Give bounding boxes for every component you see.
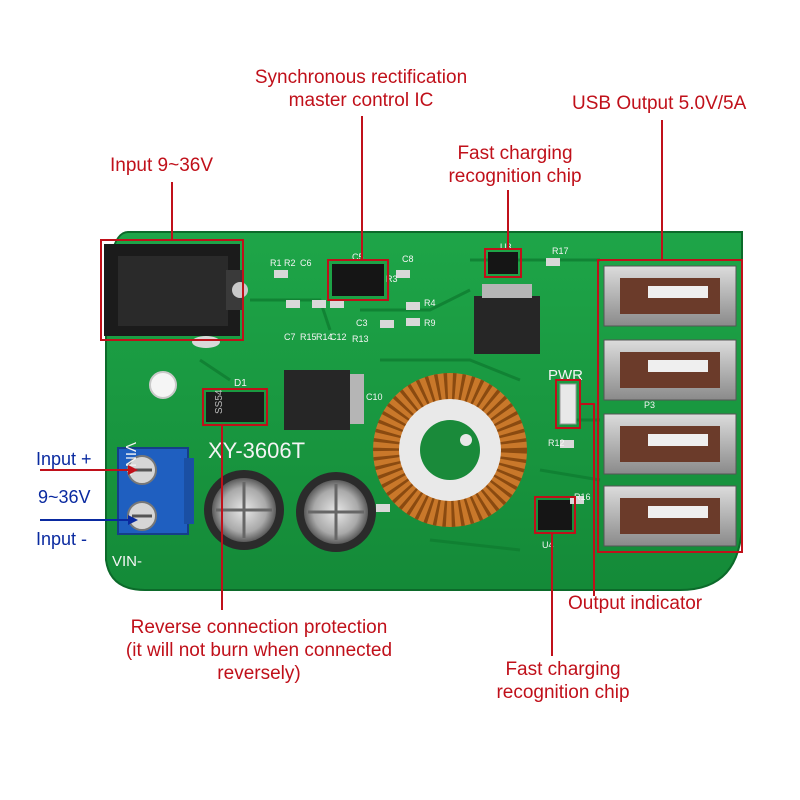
chip-u4 — [538, 500, 572, 530]
terminal-label-plus: Input + — [36, 448, 92, 470]
terminal-label-plus-text: Input + — [36, 449, 92, 469]
silk-ref-r1: R1 — [270, 258, 282, 268]
usb-ports — [603, 265, 737, 547]
usb-port-4 — [603, 485, 737, 547]
silk-pwr: PWR — [548, 367, 583, 384]
silk-ref-r9: R9 — [424, 318, 436, 328]
callout-fast-chip-top-line1: Fast charging — [457, 143, 573, 164]
chip-u3 — [488, 252, 518, 274]
capacitor-2 — [296, 472, 376, 552]
callout-input-dc: Input 9~36V — [110, 154, 213, 177]
terminal-arrows — [40, 465, 138, 525]
silk-ref-u4: U4 — [542, 540, 554, 550]
box-fast-chip-bottom — [534, 496, 576, 534]
terminal-label-minus-text: Input - — [36, 529, 88, 549]
silk-ref-c7: C7 — [284, 332, 296, 342]
callout-sync-ic-line1: Synchronous rectification — [254, 67, 468, 88]
silk-ref-r17: R17 — [552, 246, 569, 256]
usb-port-3 — [603, 413, 737, 475]
callout-fast-chip-bottom-line1: Fast charging — [505, 659, 621, 680]
callout-reverse-line3: reversely) — [217, 663, 301, 684]
callout-usb-output-text: USB Output 5.0V/5A — [572, 93, 747, 114]
terminal-label-range: 9~36V — [38, 486, 91, 508]
mosfet-2 — [284, 370, 364, 430]
silk-ref-u3: U3 — [500, 242, 512, 252]
silk-d1: D1 — [234, 378, 247, 389]
silk-model: XY-3606T — [208, 438, 305, 463]
capacitor-1 — [204, 470, 284, 550]
usb-port-1 — [603, 265, 737, 327]
usb-port-2 — [603, 339, 737, 401]
callout-sync-ic: Synchronous rectification master control… — [226, 66, 496, 112]
silk-vin-plus: VIN+ — [122, 442, 139, 476]
terminal-label-range-text: 9~36V — [38, 487, 91, 507]
sync-ic — [332, 264, 384, 296]
callout-fast-chip-top: Fast charging recognition chip — [430, 142, 600, 188]
silk-vin-minus: VIN- — [112, 553, 142, 570]
silk-ref-r13: R13 — [352, 334, 369, 344]
smd-parts — [274, 258, 584, 512]
silk-ref-r16: R16 — [574, 492, 591, 502]
callout-fast-chip-bottom: Fast charging recognition chip — [478, 658, 648, 704]
silk-ref-r2: R2 — [284, 258, 296, 268]
callout-output-indicator-text: Output indicator — [568, 593, 703, 614]
silk-ref-r3: R3 — [386, 274, 398, 284]
callout-reverse-line2: (it will not burn when connected — [125, 640, 393, 661]
silk-ref-r15: R15 — [300, 332, 317, 342]
terminal-block — [117, 447, 194, 535]
box-usb-ports — [597, 259, 743, 553]
silk-ref-r14: R14 — [316, 332, 333, 342]
silk-ref-c12: C12 — [330, 332, 347, 342]
dc-jack — [104, 244, 248, 348]
box-sync-ic — [327, 259, 389, 301]
silk-ref-r12: R12 — [548, 438, 565, 448]
silk-diode-marking: SS54 — [214, 389, 225, 414]
box-diode — [202, 388, 268, 426]
callout-reverse-line1: Reverse connection protection — [130, 617, 388, 638]
silk-ref-p3: P3 — [644, 400, 655, 410]
toroid-inductor — [373, 373, 527, 527]
callout-fast-chip-top-line2: recognition chip — [448, 166, 582, 187]
terminal-label-minus: Input - — [36, 528, 87, 550]
silk-ref-c8: C8 — [402, 254, 414, 264]
silk-ref-r4: R4 — [424, 298, 436, 308]
silk-ref-c3: C3 — [356, 318, 368, 328]
mosfet-1 — [474, 284, 540, 354]
callout-output-indicator: Output indicator — [568, 592, 702, 615]
diode-d1 — [206, 392, 264, 422]
callout-sync-ic-line2: master control IC — [288, 90, 434, 111]
silk-ref-c10: C10 — [366, 392, 383, 402]
pwr-led — [559, 383, 577, 425]
callout-reverse-protection: Reverse connection protection (it will n… — [94, 616, 424, 685]
leader-lines — [171, 116, 663, 656]
callout-fast-chip-bottom-line2: recognition chip — [496, 682, 630, 703]
callout-input-dc-text: Input 9~36V — [110, 155, 214, 176]
box-fast-chip-top — [484, 248, 522, 278]
silk-ref-c5: C5 — [352, 252, 364, 262]
silk-ref-c6: C6 — [300, 258, 312, 268]
mounting-hole — [149, 371, 177, 399]
callout-usb-output: USB Output 5.0V/5A — [572, 92, 746, 115]
